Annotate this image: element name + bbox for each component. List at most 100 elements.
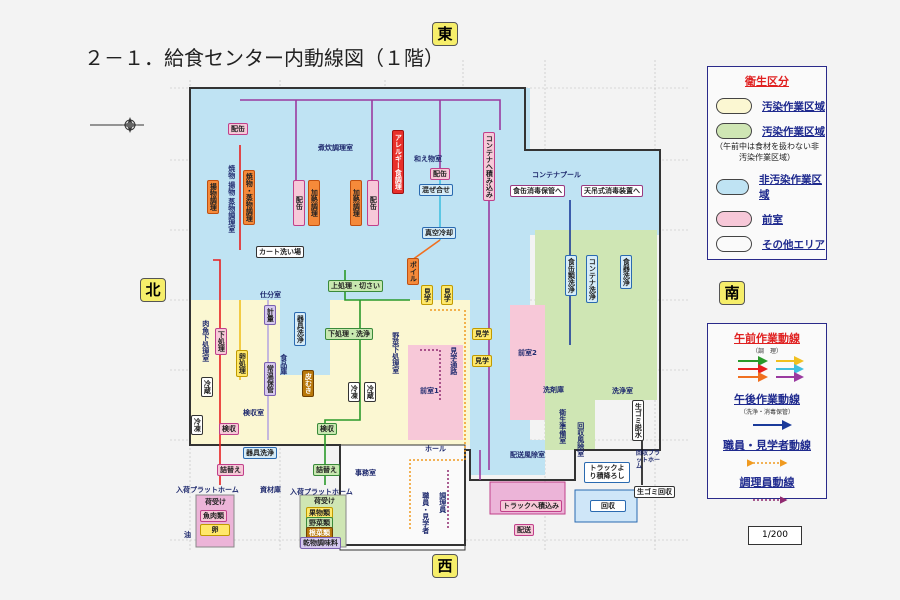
legend-flows: 午前作業動線 （調 理） 午後作業動線 （洗浄・消毒保管） 職員・見学者動線 調… bbox=[707, 323, 827, 504]
legend-hygiene-zones: 衛生区分 汚染作業区域 汚染作業区域 （午前中は食材を扱わない非汚染作業区域） … bbox=[707, 66, 827, 260]
room-label: コンテナプール bbox=[532, 171, 581, 179]
swatch-icon bbox=[716, 98, 752, 114]
room-label: 回収 bbox=[590, 500, 626, 513]
swatch-icon bbox=[716, 123, 752, 139]
room-label: 資材庫 bbox=[260, 486, 281, 494]
room-label: 入荷プラットホーム bbox=[176, 486, 239, 494]
room-label: 野菜下処理室 bbox=[391, 332, 400, 374]
room-label: アレルギー食調理 bbox=[392, 130, 405, 194]
direction-west: 西 bbox=[432, 554, 458, 578]
room-label: 衛生準備室 bbox=[558, 409, 567, 444]
room-label: 配送 bbox=[514, 524, 534, 537]
room-label: 詰替え bbox=[313, 464, 340, 477]
room-label: コンテナ洗浄 bbox=[586, 255, 599, 303]
legend-label: 汚染作業区域 bbox=[762, 125, 825, 138]
room-label: 食器洗浄 bbox=[620, 255, 633, 289]
legend-item: 汚染作業区域 bbox=[716, 98, 826, 114]
room-label: 調理員 bbox=[438, 492, 447, 513]
legend-label: 前室 bbox=[762, 213, 783, 226]
room-label: 食缶類洗浄 bbox=[565, 255, 578, 296]
room-label: 前室1 bbox=[420, 387, 439, 395]
legend-item: 前室 bbox=[716, 211, 826, 227]
room-label: トラックより積降ろし bbox=[584, 462, 630, 483]
visitor-sign: 見学 bbox=[472, 328, 492, 341]
room-label: 検収 bbox=[317, 423, 337, 436]
room-label: 冷蔵 bbox=[364, 382, 377, 402]
room-label: 事務室 bbox=[355, 469, 376, 477]
room-label: 配缶 bbox=[228, 123, 248, 136]
room-label: 洗剤庫 bbox=[543, 386, 564, 394]
cook-arrow-icon bbox=[753, 496, 788, 504]
zone-anteroom-2 bbox=[510, 305, 545, 420]
room-label: 検収 bbox=[219, 423, 239, 436]
cook-route bbox=[420, 349, 449, 530]
room-label: 荷受け bbox=[314, 497, 335, 505]
legend-label: 非汚染作業区域 bbox=[759, 174, 822, 201]
room-label: 見学通路 bbox=[449, 347, 458, 375]
zone-sanitary bbox=[545, 400, 595, 450]
room-label: 常温保管 bbox=[264, 362, 277, 396]
room-label: 皮むき bbox=[302, 370, 315, 397]
room-label: ボイル bbox=[407, 258, 420, 285]
legend-zones-title: 衛生区分 bbox=[745, 75, 789, 88]
scale-label: 1/200 bbox=[748, 526, 802, 545]
room-label: 和え物室 bbox=[414, 155, 442, 163]
room-label: 計量 bbox=[264, 305, 277, 325]
room-label: 荷受け bbox=[205, 498, 226, 506]
legend-staff-title: 職員・見学者動線 bbox=[723, 439, 811, 452]
am-arrows-icon bbox=[738, 356, 804, 382]
zone-delivery-vestibule bbox=[470, 440, 545, 475]
zone-anteroom-1 bbox=[408, 345, 463, 440]
swatch-icon bbox=[716, 179, 749, 195]
room-label: 回収風除室 bbox=[576, 422, 585, 457]
room-label: 食品庫 bbox=[279, 354, 288, 375]
direction-south: 南 bbox=[719, 281, 745, 305]
room-label: 冷蔵 bbox=[201, 377, 214, 397]
room-label: 食缶消毒保管へ bbox=[510, 185, 565, 198]
legend-am-sub: （調 理） bbox=[751, 348, 782, 355]
room-label: 冷凍 bbox=[191, 415, 204, 435]
legend-item: その他エリア bbox=[716, 236, 826, 252]
room-label: 回収プラットホーム bbox=[636, 450, 661, 471]
room-label: 混ぜ合せ bbox=[419, 184, 453, 197]
visitor-route bbox=[409, 309, 466, 530]
room-label: 生ゴミ回収 bbox=[634, 486, 675, 499]
room-label: 配送風除室 bbox=[510, 451, 545, 459]
room-label: 煮炊調理室 bbox=[318, 144, 353, 152]
visitor-sign: 見学 bbox=[472, 355, 492, 368]
building-outline bbox=[189, 87, 661, 546]
room-label: 入荷プラットホーム bbox=[290, 488, 353, 496]
flow-lines bbox=[213, 99, 643, 485]
legend-note: （午前中は食材を扱わない非汚染作業区域） bbox=[715, 142, 819, 162]
goods-label: 魚肉類 bbox=[200, 510, 227, 523]
room-label: コンテナへ積み込み bbox=[483, 132, 496, 201]
room-label: 焼物 揚物 蒸物調理室 bbox=[227, 165, 236, 233]
legend-item: 非汚染作業区域 bbox=[716, 172, 826, 202]
room-label: 真空冷却 bbox=[422, 227, 456, 240]
room-label: 冷凍 bbox=[348, 382, 361, 402]
room-label: 油 bbox=[184, 531, 191, 539]
room-label: 前室2 bbox=[518, 349, 537, 357]
legend-cook-title: 調理員動線 bbox=[739, 476, 795, 489]
pm-arrow-icon bbox=[753, 420, 792, 430]
swatch-icon bbox=[716, 211, 752, 227]
staff-arrow-icon bbox=[747, 459, 788, 467]
room-label: 下処理・洗浄 bbox=[325, 328, 373, 341]
room-label: 生ゴミ脱水 bbox=[632, 400, 645, 441]
direction-east: 東 bbox=[432, 22, 458, 46]
room-label: 肉魚下処理室 bbox=[201, 320, 210, 362]
compass-icon bbox=[90, 117, 144, 133]
room-label: 天吊式消毒装置へ bbox=[581, 185, 643, 198]
goods-label: 乾物調味料 bbox=[300, 537, 341, 550]
room-label: ホール bbox=[425, 445, 446, 453]
direction-north: 北 bbox=[140, 278, 166, 302]
room-label: 洗浄室 bbox=[612, 387, 633, 395]
room-label: 器具洗浄 bbox=[294, 312, 307, 346]
legend-am-title: 午前作業動線 bbox=[734, 332, 800, 345]
room-label: 職員・見学者 bbox=[421, 492, 430, 534]
room-label: 詰替え bbox=[217, 464, 244, 477]
room-label: 仕分室 bbox=[260, 291, 281, 299]
room-label: 加熱調理 bbox=[350, 180, 363, 226]
room-label: 上処理・切さい bbox=[328, 280, 383, 293]
